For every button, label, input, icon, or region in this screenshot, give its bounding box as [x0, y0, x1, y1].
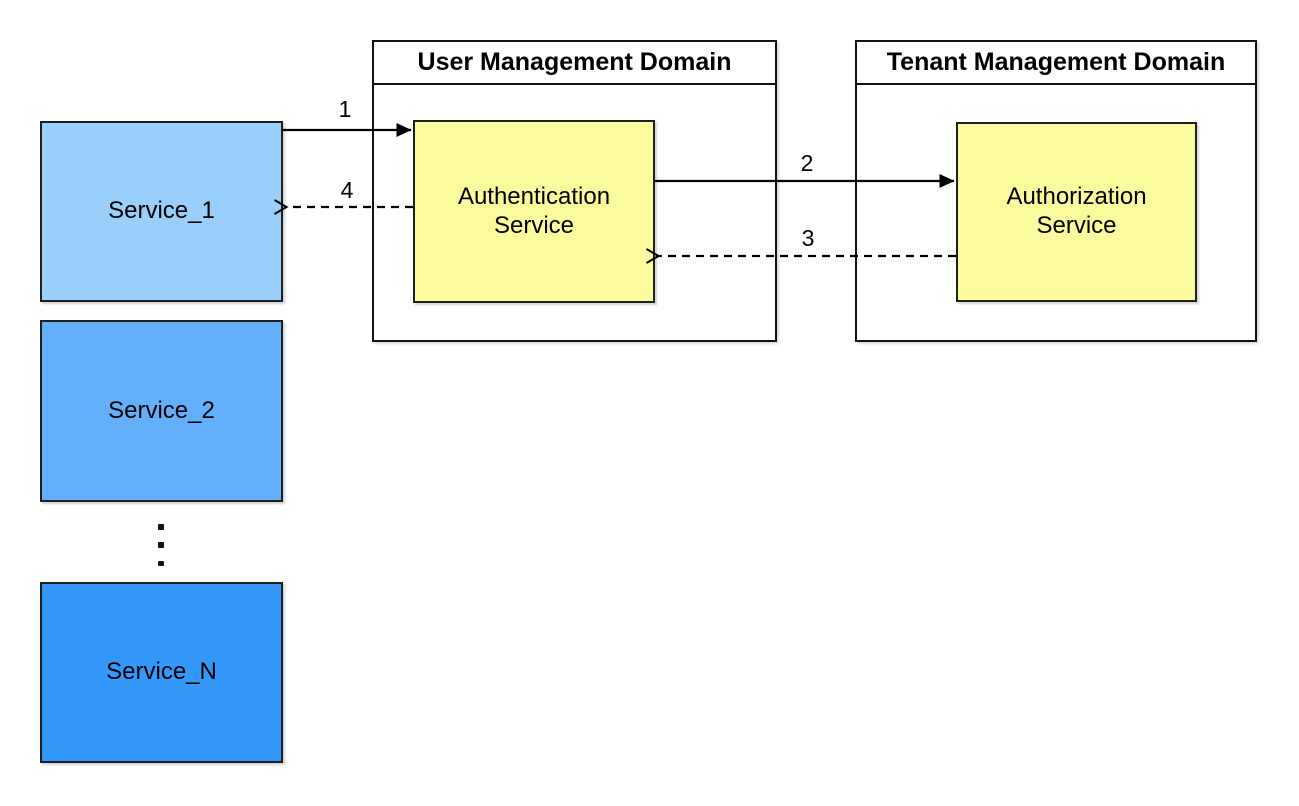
tenant-management-domain-title: Tenant Management Domain: [857, 42, 1255, 85]
authentication-service-box: Authentication Service: [413, 120, 655, 303]
service-n-box: Service_N: [40, 582, 283, 763]
services-ellipsis-icon: [158, 524, 164, 566]
arrow-2-label: 2: [800, 150, 814, 176]
user-management-domain-title: User Management Domain: [374, 42, 775, 85]
arrow-3-label: 3: [801, 225, 815, 251]
arrow-1-label: 1: [338, 96, 352, 122]
service-n-label: Service_N: [106, 658, 217, 686]
arrow-4-label: 4: [340, 177, 354, 203]
service-2-label: Service_2: [108, 396, 215, 424]
service-1-box: Service_1: [40, 121, 283, 302]
authorization-service-box: Authorization Service: [956, 122, 1197, 302]
service-1-label: Service_1: [108, 197, 215, 225]
authorization-service-label: Authorization Service: [1006, 183, 1147, 239]
service-2-box: Service_2: [40, 320, 283, 502]
authentication-service-label: Authentication Service: [457, 182, 611, 239]
